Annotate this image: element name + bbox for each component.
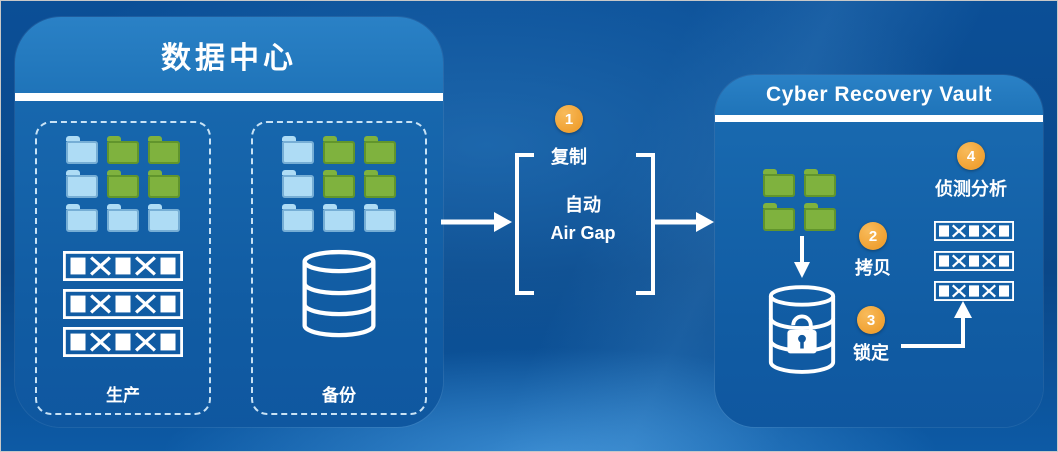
arrow-right-icon (441, 212, 512, 232)
green-folder-icon (763, 169, 795, 197)
green-folder-icon (804, 169, 836, 197)
green-folder-icon (804, 203, 836, 231)
production-storage-stack (61, 251, 185, 357)
production-folder-grid (66, 136, 180, 232)
blue-folder-icon (66, 170, 98, 198)
production-label: 生产 (106, 386, 140, 405)
step4-badge: 4 (957, 142, 985, 170)
green-folder-icon (148, 170, 180, 198)
green-folder-icon (763, 203, 795, 231)
lock-icon (787, 314, 817, 354)
vault-panel: Cyber Recovery Vault 2 (715, 75, 1043, 427)
vault-folder-grid (763, 169, 836, 231)
green-folder-icon (364, 136, 396, 164)
green-folder-icon (323, 136, 355, 164)
green-folder-icon (323, 170, 355, 198)
airgap-label-line2: Air Gap (550, 223, 616, 243)
green-folder-icon (107, 170, 139, 198)
green-folder-icon (364, 170, 396, 198)
datacenter-panel: 数据中心 生产 (15, 17, 443, 427)
datacenter-header: 数据中心 (15, 17, 443, 93)
backup-folder-grid (282, 136, 396, 232)
datacenter-title: 数据中心 (161, 42, 297, 75)
green-folder-icon (148, 136, 180, 164)
arrow-down-icon (794, 236, 810, 278)
green-folder-icon (107, 136, 139, 164)
vault-body: 2 拷贝 3 锁定 4 侦测分析 (715, 122, 1043, 427)
step2-badge: 2 (859, 222, 887, 250)
blue-folder-icon (323, 204, 355, 232)
storage-array-icon (63, 289, 183, 319)
arrow-right-icon (653, 212, 714, 232)
datacenter-body: 生产 备份 (15, 101, 443, 427)
blue-folder-icon (282, 204, 314, 232)
step4-label: 侦测分析 (935, 179, 1007, 199)
bracket-left-icon (515, 153, 534, 295)
vault-divider (715, 115, 1043, 122)
storage-array-icon (934, 221, 1014, 241)
storage-array-icon (934, 251, 1014, 271)
blue-folder-icon (282, 170, 314, 198)
blue-folder-icon (282, 136, 314, 164)
locked-database-icon (768, 285, 836, 374)
database-icon (302, 249, 376, 338)
production-zone: 生产 (35, 121, 211, 415)
storage-array-icon (63, 327, 183, 357)
step1-label: 复制 (551, 147, 587, 167)
step2-label: 拷贝 (855, 258, 891, 278)
airgap-label-line1: 自动 (565, 195, 601, 215)
step3-badge: 3 (857, 306, 885, 334)
vault-storage-stack (934, 220, 1014, 302)
vault-title: Cyber Recovery Vault (766, 83, 992, 106)
backup-label: 备份 (322, 386, 356, 405)
blue-folder-icon (364, 204, 396, 232)
storage-array-icon (934, 281, 1014, 301)
blue-folder-icon (148, 204, 180, 232)
step1-badge: 1 (555, 105, 583, 133)
storage-array-icon (63, 251, 183, 281)
blue-folder-icon (66, 204, 98, 232)
step3-label: 锁定 (853, 343, 889, 363)
backup-zone: 备份 (251, 121, 427, 415)
blue-folder-icon (66, 136, 98, 164)
arrow-bend-up-icon (901, 301, 972, 348)
datacenter-divider (15, 93, 443, 101)
blue-folder-icon (107, 204, 139, 232)
vault-header: Cyber Recovery Vault (715, 75, 1043, 115)
